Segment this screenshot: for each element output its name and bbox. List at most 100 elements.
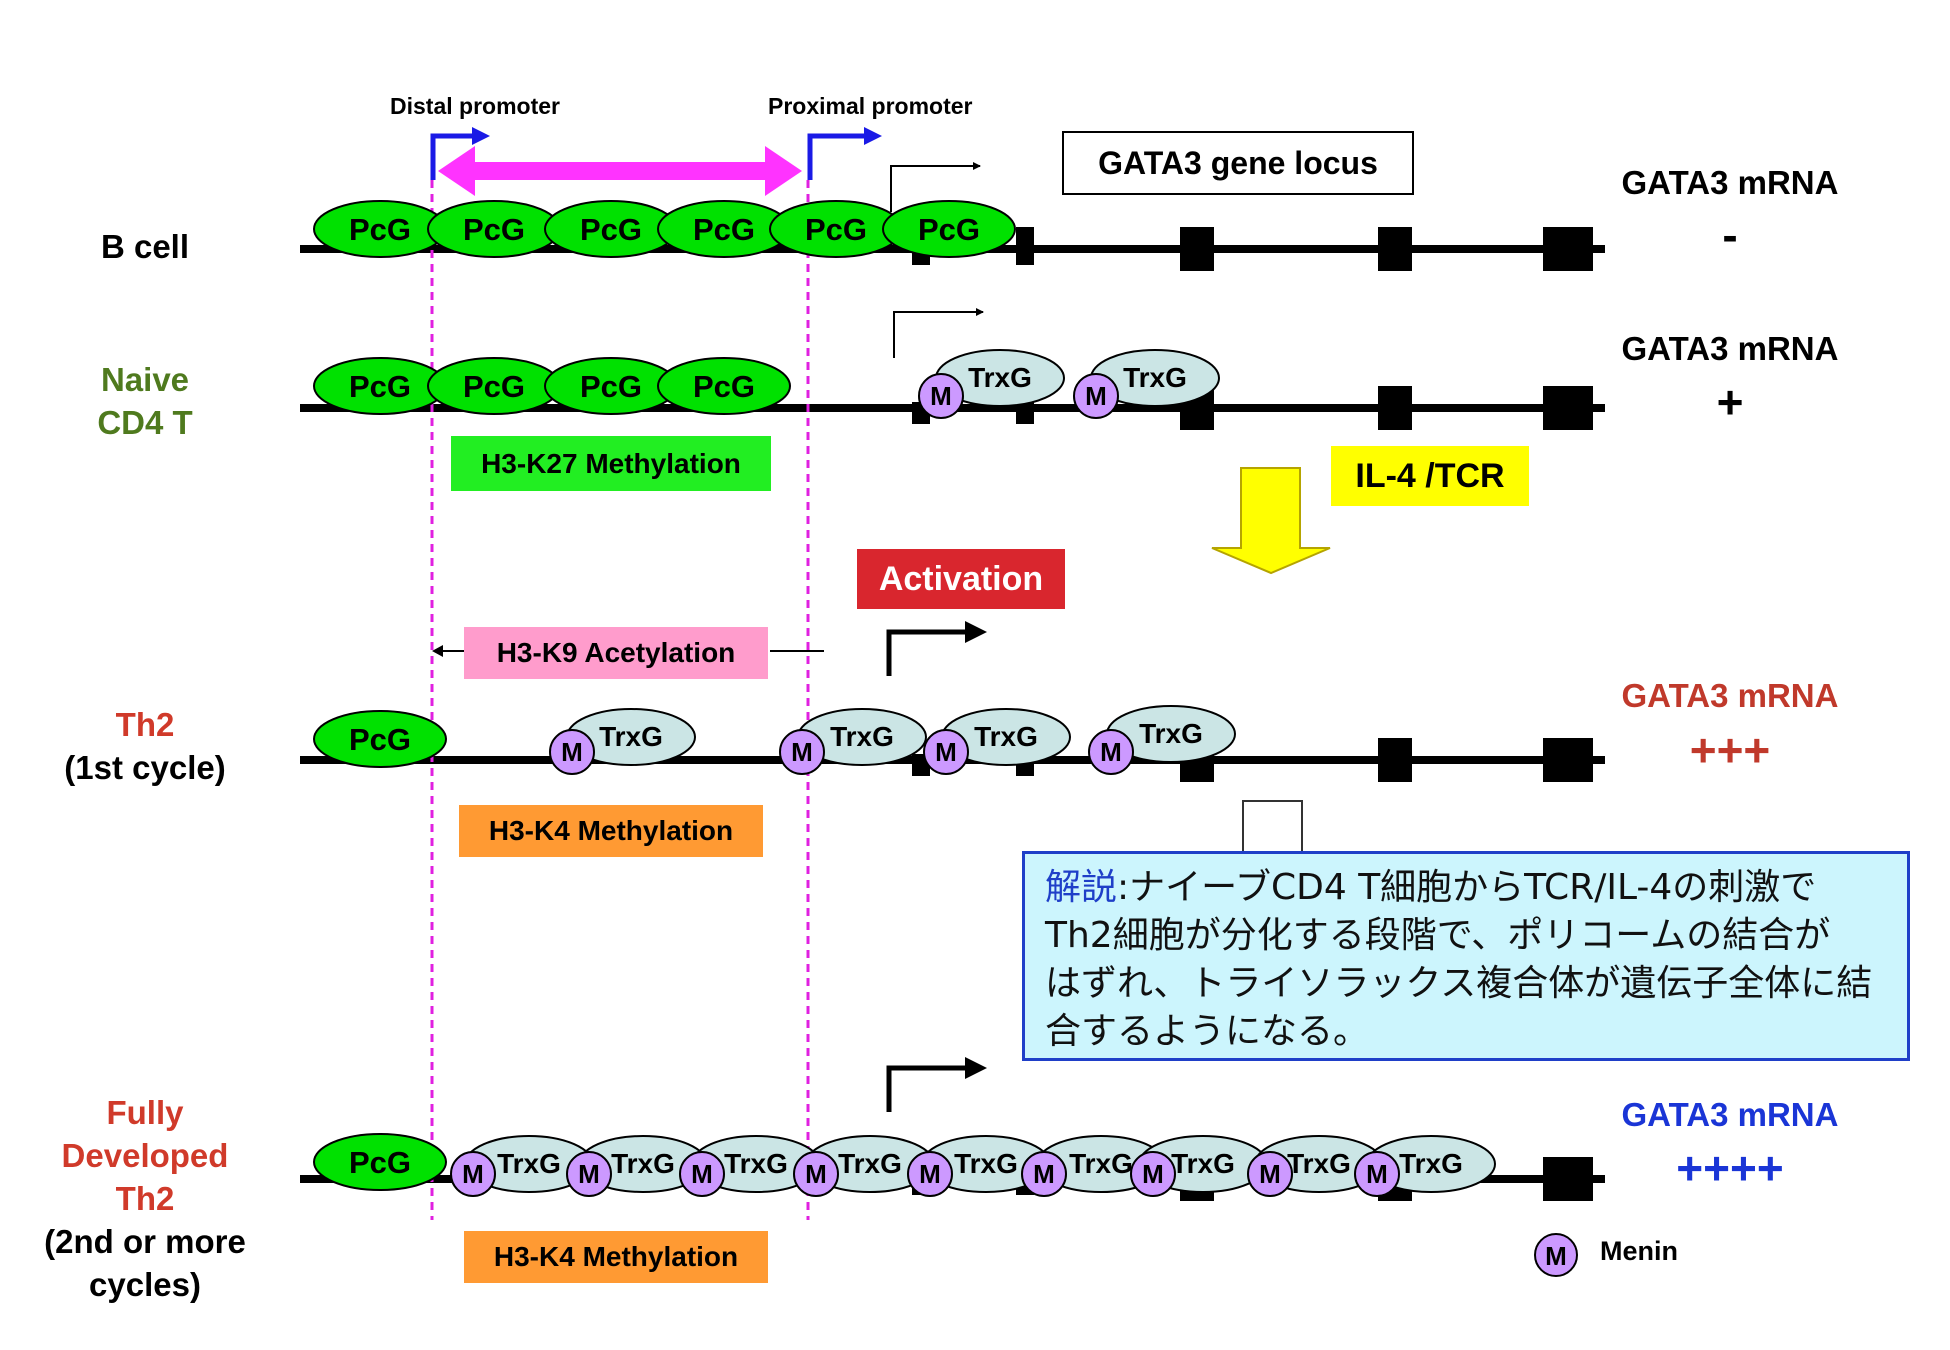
proximal-promoter-label: Proximal promoter <box>768 93 973 119</box>
menin <box>566 1151 612 1197</box>
pcg-label: PcG <box>805 212 867 247</box>
menin <box>1021 1151 1067 1197</box>
note-line3: はずれ、トライソラックス複合体が遺伝子全体に結 <box>1045 963 1873 1004</box>
gene-locus-label: GATA3 gene locus <box>1062 131 1414 195</box>
menin-label: M <box>561 737 583 767</box>
menin <box>779 729 825 775</box>
pcg-label: PcG <box>349 722 411 757</box>
menin <box>907 1151 953 1197</box>
trxg-label: TrxG <box>1139 718 1203 749</box>
pcg-complex: PcG <box>657 357 791 415</box>
pcg-label: PcG <box>463 369 525 404</box>
menin-label: M <box>919 1159 941 1189</box>
mark-h3k4-methylation-full: H3-K4 Methylation <box>464 1231 768 1283</box>
pcg-label: PcG <box>580 212 642 247</box>
pcg-complex: PcG <box>313 357 447 415</box>
pcg-complex: PcG <box>313 710 447 768</box>
exon-4 <box>1378 738 1412 782</box>
mrna-label-b-cell: GATA3 mRNA <box>1621 164 1839 201</box>
row-label-th2-full-line4: (2nd or more <box>44 1223 246 1260</box>
trxg-label: TrxG <box>954 1148 1018 1179</box>
row-label-th2-full: Fully Developed Th2 (2nd or more cycles) <box>30 1091 260 1306</box>
exon-3 <box>1180 227 1214 271</box>
pcg-label: PcG <box>918 212 980 247</box>
menin <box>450 1151 496 1197</box>
row-label-naive: Naive CD4 T <box>80 358 210 444</box>
exon-5 <box>1543 1157 1593 1201</box>
protein-complexes: PcG PcG PcG PcG PcG PcG PcG PcG PcG PcG TrxG M TrxG M… <box>313 200 1496 1197</box>
promoter-guide-lines <box>430 180 810 1220</box>
menin-label: M <box>1100 737 1122 767</box>
legend-menin-symbol: M <box>1534 1233 1578 1277</box>
acetylation-extent-arrow <box>432 645 824 657</box>
menin <box>1088 729 1134 775</box>
row-label-naive-line1: Naive <box>100 361 190 398</box>
row-label-th2-full-line1: Fully <box>106 1094 184 1131</box>
note-heading: 解説 <box>1045 867 1118 908</box>
trxg-label: TrxG <box>1287 1148 1351 1179</box>
trxg-label: TrxG <box>968 362 1032 393</box>
pcg-complex: PcG <box>544 200 678 258</box>
menin <box>793 1151 839 1197</box>
exon-5 <box>1543 227 1593 271</box>
trxg-label: TrxG <box>1069 1148 1133 1179</box>
mark-h3k4-methylation-first: H3-K4 Methylation <box>459 805 763 857</box>
mrna-level-b-cell: - <box>1722 209 1738 261</box>
row-label-naive-line2: CD4 T <box>97 404 193 441</box>
explanation-note: 解説:ナイーブCD4 T細胞からTCR/IL-4の刺激で Th2細胞が分化する段… <box>1022 851 1910 1061</box>
menin <box>679 1151 725 1197</box>
trxg-label: TrxG <box>838 1148 902 1179</box>
pcg-complex: PcG <box>313 200 447 258</box>
activation-label: Activation <box>857 549 1065 609</box>
menin <box>918 373 964 419</box>
proximal-promoter-arrow <box>807 127 882 180</box>
stimulus-label: IL-4 /TCR <box>1331 446 1529 506</box>
trxg-menin-complex: TrxG M <box>1088 705 1236 775</box>
distal-promoter-label: Distal promoter <box>390 93 560 119</box>
row-label-b-cell-text: B cell <box>100 228 190 265</box>
pcg-label: PcG <box>463 212 525 247</box>
menin <box>1247 1151 1293 1197</box>
menin-label: M <box>1366 1159 1388 1189</box>
distal-promoter-arrow <box>430 127 490 180</box>
menin-label: M <box>1033 1159 1055 1189</box>
menin-label: M <box>805 1159 827 1189</box>
mrna-label-th2-full: GATA3 mRNA <box>1621 1096 1839 1133</box>
trxg-menin-complex: TrxG M <box>907 1135 1051 1197</box>
menin <box>1354 1151 1400 1197</box>
mrna-label-th2-first: GATA3 mRNA <box>1621 677 1839 714</box>
menin-label: M <box>691 1159 713 1189</box>
exon-5 <box>1543 738 1593 782</box>
pcg-label: PcG <box>580 369 642 404</box>
note-pointer <box>1242 800 1303 855</box>
mrna-level-th2-first: +++ <box>1689 724 1771 776</box>
note-line1-text: :ナイーブCD4 T細胞からTCR/IL-4の刺激で <box>1117 867 1817 908</box>
tss-arrow-th2-first <box>886 621 987 676</box>
promoter-range-double-arrow <box>438 146 802 196</box>
mrna-level-th2-full: ++++ <box>1676 1142 1784 1194</box>
pcg-label: PcG <box>693 369 755 404</box>
menin <box>549 729 595 775</box>
menin-label: M <box>1142 1159 1164 1189</box>
pcg-complex: PcG <box>313 1133 447 1191</box>
stimulus-down-arrow <box>1211 467 1331 575</box>
pcg-label: PcG <box>349 1145 411 1180</box>
row-label-th2-first-line1: Th2 <box>115 706 175 743</box>
menin <box>1130 1151 1176 1197</box>
pcg-complex: PcG <box>544 357 678 415</box>
row-label-th2-first-line2: (1st cycle) <box>64 749 226 786</box>
note-line2: Th2細胞が分化する段階で、ポリコームの結合が <box>1045 915 1831 956</box>
legend-menin-label: Menin <box>1600 1236 1678 1266</box>
pcg-label: PcG <box>349 369 411 404</box>
pcg-label: PcG <box>349 212 411 247</box>
menin <box>923 729 969 775</box>
